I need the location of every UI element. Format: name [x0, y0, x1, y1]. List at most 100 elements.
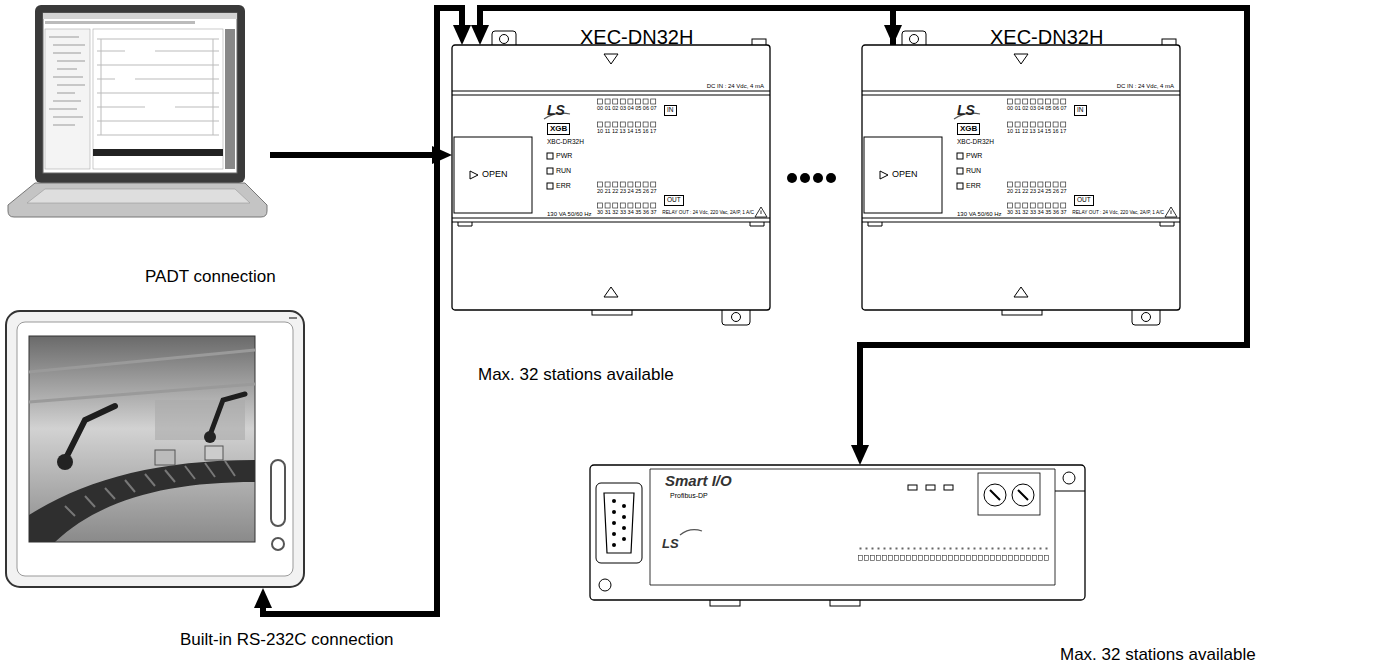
laptop-illustration-part	[35, 5, 245, 183]
smart-io-illustration-part	[612, 499, 626, 547]
led-numbers: 30 31 32 33 34 35 36 37	[1007, 210, 1067, 216]
hmi-illustration-part-part	[204, 431, 216, 443]
status-led-label: RUN	[556, 167, 571, 174]
led-numbers: 20 21 22 23 24 25 26 27	[1007, 189, 1067, 195]
laptop-illustration-part	[45, 29, 90, 169]
laptop-illustration-part	[93, 149, 223, 156]
smart-io-module: Smart I/OProfibus-DPLSMax. 32 stations a…	[590, 465, 1085, 600]
smart-io-illustration-part-part	[612, 521, 616, 525]
ellipsis-dots-part	[800, 173, 810, 183]
hmi-illustration-part-part	[155, 450, 175, 465]
smart-io-illustration-part	[680, 530, 702, 535]
smart-io-illustration-part	[990, 490, 1028, 500]
laptop-illustration-part	[225, 29, 235, 169]
smart-io-illustration-part	[858, 547, 1050, 551]
series-logo: XGB	[957, 123, 980, 135]
hmi-panel: Built-in RS-232C connection	[5, 310, 305, 588]
brand-logo: LS	[957, 103, 975, 117]
power-rating: 130 VA 50/60 Hz	[547, 211, 592, 217]
power-rating: 130 VA 50/60 Hz	[957, 211, 1002, 217]
bus-cable	[860, 8, 1247, 453]
smart-io-illustration-part	[978, 473, 1040, 515]
hmi-illustration-part	[17, 322, 293, 576]
input-rating: DC IN : 24 Vdc, 4 mA	[1117, 83, 1174, 89]
led-numbers: 20 21 22 23 24 25 26 27	[597, 189, 657, 195]
laptop-illustration-part	[45, 21, 195, 24]
protocol-name: Profibus-DP	[670, 492, 708, 499]
hmi-illustration-part	[289, 317, 297, 319]
hmi-illustration-part-part	[29, 460, 255, 542]
led-numbers: 10 11 12 13 14 15 16 17	[597, 129, 656, 135]
hmi-illustration-part-part	[210, 394, 245, 435]
hmi-illustration-part	[29, 336, 255, 542]
plc-illustration	[862, 31, 1180, 325]
laptop-node: PADT connection	[5, 5, 270, 217]
smart-io-illustration	[590, 465, 1085, 606]
smart-io-illustration-part-part	[622, 504, 626, 508]
hmi-illustration-part-part	[65, 461, 235, 516]
hmi-illustration-part	[29, 350, 255, 542]
led-numbers: 00 01 02 03 04 05 06 07	[597, 106, 657, 112]
smart-io-illustration-part	[908, 485, 917, 490]
io-tag: OUT	[1074, 195, 1094, 206]
input-rating: DC IN : 24 Vdc, 4 mA	[707, 83, 764, 89]
laptop-illustration-part	[93, 29, 223, 169]
smart-io-illustration-part	[599, 579, 611, 591]
hmi-illustration-part-part	[65, 406, 115, 460]
status-led-label: PWR	[966, 152, 982, 159]
smart-io-illustration-part	[858, 555, 1050, 561]
hmi-illustration-part-part	[205, 446, 223, 460]
hmi-illustration-part-part	[155, 400, 245, 440]
io-tag: IN	[664, 105, 677, 116]
cover-mark: OPEN	[482, 170, 508, 179]
smart-io-illustration-part-part	[622, 515, 626, 519]
relay-rating: RELAY OUT : 24 Vdc, 220 Vac, 2A/P, 1 A/C	[1072, 211, 1164, 216]
brand-logo: LS	[662, 537, 679, 550]
led-numbers: 00 01 02 03 04 05 06 07	[1007, 106, 1067, 112]
ellipsis-dots-part	[813, 173, 823, 183]
io-tag: OUT	[664, 195, 684, 206]
model-code: XBC-DR32H	[957, 139, 994, 146]
relay-rating: RELAY OUT : 24 Vdc, 220 Vac, 2A/P, 1 A/C	[662, 211, 754, 216]
smart-io-illustration-part	[1055, 491, 1085, 492]
smart-io-illustration-part-part	[612, 499, 616, 503]
laptop-illustration	[8, 5, 267, 217]
led-numbers: 10 11 12 13 14 15 16 17	[1007, 129, 1066, 135]
plc-module: XEC-DN32HDC IN : 24 Vdc, 4 mA00 01 02 03…	[452, 45, 770, 310]
smart-io-illustration-part	[604, 493, 634, 553]
laptop-illustration-part	[43, 13, 237, 19]
model-heading: XEC-DN32H	[580, 27, 693, 47]
smart-io-illustration-part	[926, 485, 935, 490]
ellipsis-dots-part	[826, 173, 836, 183]
plc-illustration	[452, 31, 770, 325]
ellipsis-dots	[787, 173, 836, 183]
station-note: Max. 32 stations available	[478, 365, 674, 385]
connection-label: PADT connection	[145, 267, 276, 287]
model-heading: XEC-DN32H	[990, 27, 1103, 47]
hmi-illustration-part	[272, 538, 284, 550]
laptop-illustration-part	[101, 39, 213, 135]
laptop-illustration-part	[43, 13, 237, 173]
laptop-illustration-part	[8, 183, 267, 217]
led-numbers: 30 31 32 33 34 35 36 37	[597, 210, 657, 216]
smart-io-illustration-part	[590, 465, 1085, 600]
smart-io-illustration-part	[1063, 472, 1075, 484]
ellipsis-dots-part	[787, 173, 797, 183]
hmi-illustration-part	[271, 460, 285, 526]
cover-mark: OPEN	[892, 170, 918, 179]
smart-io-illustration-part	[944, 485, 953, 490]
laptop-illustration-part	[97, 39, 219, 135]
series-logo: XGB	[547, 123, 570, 135]
smart-io-illustration-part-part	[612, 532, 616, 536]
smart-io-illustration-part-part	[622, 526, 626, 530]
hmi-illustration-part	[6, 311, 304, 587]
connection-label: Built-in RS-232C connection	[180, 630, 394, 650]
laptop-illustration-part	[49, 37, 85, 125]
plc-module: XEC-DN32HDC IN : 24 Vdc, 4 mA00 01 02 03…	[862, 45, 1180, 310]
hmi-illustration-part-part	[29, 350, 255, 402]
station-note: Max. 32 stations available	[1060, 645, 1256, 665]
